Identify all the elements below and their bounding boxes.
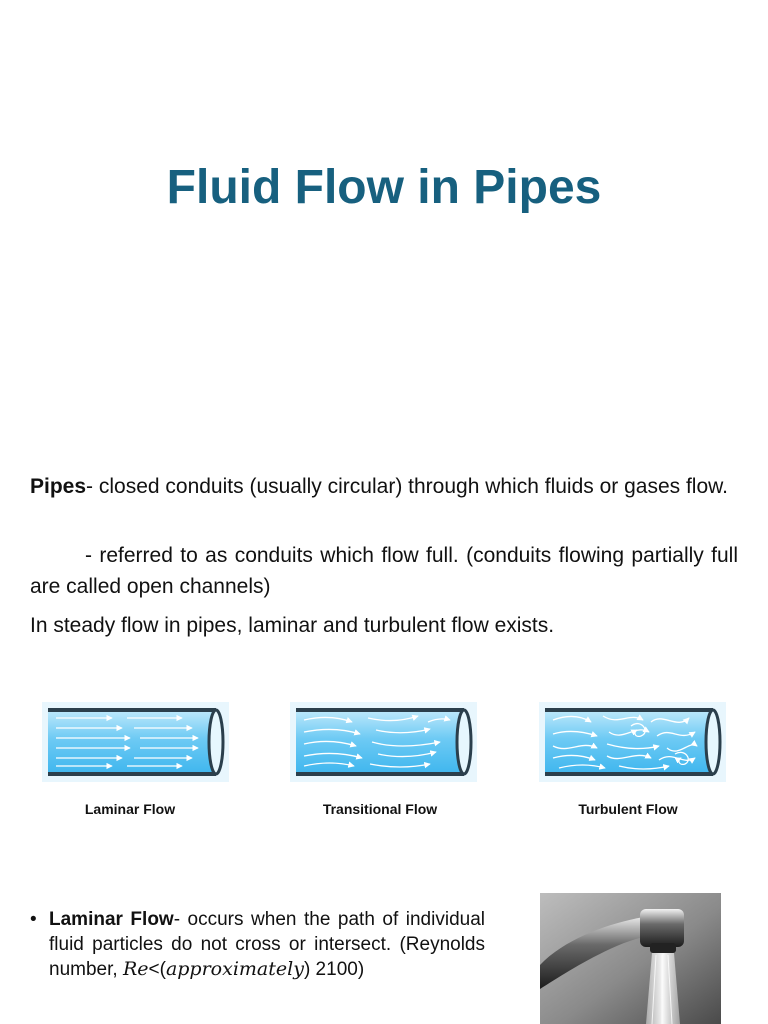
faucet-illustration	[540, 893, 721, 1024]
steady-flow-statement: In steady flow in pipes, laminar and tur…	[30, 614, 555, 637]
faucet-head	[640, 909, 684, 947]
turbulent-flow-caption: Turbulent Flow	[578, 801, 678, 817]
flow-streamlines	[56, 714, 199, 770]
laminar-pipe-diagram	[48, 708, 225, 776]
laminar-flow-description: Laminar Flow- occurs when the path of in…	[49, 908, 485, 983]
transitional-pipe-diagram	[296, 708, 473, 776]
turbulent-flow-figure	[539, 702, 726, 782]
transitional-flow-figure	[290, 702, 477, 782]
turbulent-pipe-diagram	[545, 708, 722, 776]
faucet-aerator	[650, 943, 676, 953]
flow-streamlines	[303, 714, 451, 769]
pipes-note: - referred to as conduits which flow ful…	[30, 540, 738, 602]
laminar-flow-figure	[42, 702, 229, 782]
pipes-definition: Pipes- closed conduits (usually circular…	[30, 471, 738, 502]
pipe-body	[48, 710, 216, 774]
pipe-end-opening	[455, 708, 473, 776]
laminar-flow-text-a: - occurs when the path of individual flu…	[49, 909, 485, 980]
laminar-flow-caption: Laminar Flow	[84, 801, 176, 817]
water-stream-lines	[651, 954, 673, 1024]
transitional-flow-caption: Transitional Flow	[322, 801, 438, 817]
pipes-definition-text: - closed conduits (usually circular) thr…	[86, 475, 728, 498]
laminar-flow-text-b: ) 2100)	[303, 959, 365, 980]
water-faucet-photo	[540, 893, 721, 1024]
less-than-symbol: <(	[148, 959, 166, 980]
bullet-marker: •	[30, 909, 37, 930]
page-title: Fluid Flow in Pipes	[166, 161, 602, 214]
water-stream	[646, 953, 680, 1024]
pipes-term: Pipes	[30, 475, 87, 498]
flow-streamlines	[552, 714, 698, 771]
laminar-flow-term: Laminar Flow	[49, 909, 174, 930]
pipe-end-opening	[207, 708, 225, 776]
reynolds-symbol: Re	[122, 958, 149, 980]
approximately-word: approximately	[165, 958, 304, 980]
pipe-end-opening	[704, 708, 722, 776]
pipes-note-text: - referred to as conduits which flow ful…	[30, 544, 738, 598]
laminar-flow-bullet: • Laminar Flow- occurs when the path of …	[30, 908, 485, 983]
